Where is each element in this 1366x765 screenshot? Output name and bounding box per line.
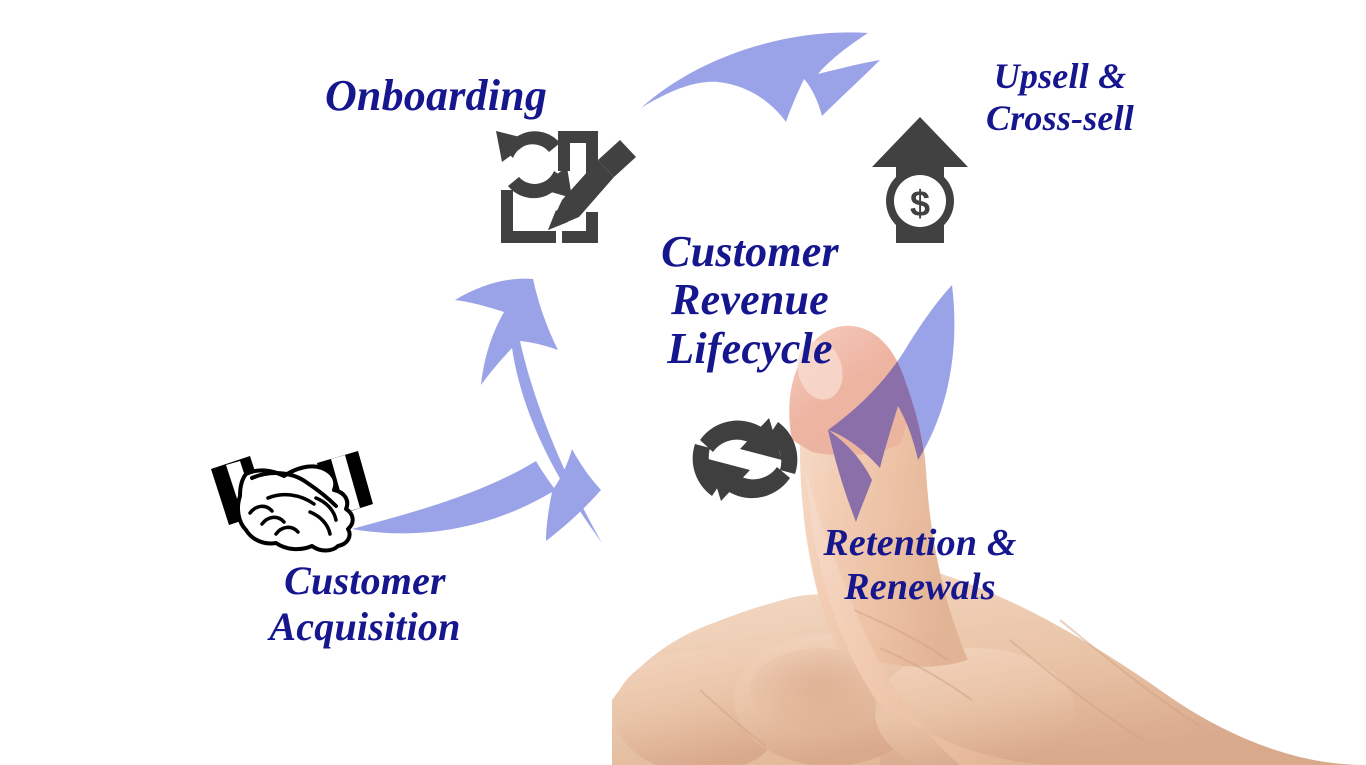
stage-label-retention-renewals: Retention & Renewals	[823, 522, 1017, 609]
hand-creases	[699, 609, 1201, 747]
fingertip-highlight	[797, 340, 843, 400]
svg-text:$: $	[910, 183, 930, 224]
arrow-acquisition-to-onboarding-lower	[352, 449, 601, 541]
up-arrow-dollar-coin-icon: $	[872, 117, 968, 243]
diagram-center-title: Customer Revenue Lifecycle	[661, 227, 839, 373]
stage-label-upsell-cross-sell: Upsell & Cross-sell	[985, 56, 1135, 138]
stage-label-customer-acquisition: Customer Acquisition	[269, 558, 461, 650]
arrow-onboarding-to-upsell	[641, 32, 880, 122]
document-sync-pencil-icon	[496, 131, 636, 243]
handshake-icon	[211, 451, 373, 553]
hand-knuckle-3	[875, 648, 1075, 765]
circular-refresh-arrows-icon	[692, 418, 798, 501]
stage-label-onboarding: Onboarding	[324, 71, 548, 120]
index-finger-lower	[806, 470, 1060, 765]
hand-knuckle-shadow	[750, 648, 890, 732]
